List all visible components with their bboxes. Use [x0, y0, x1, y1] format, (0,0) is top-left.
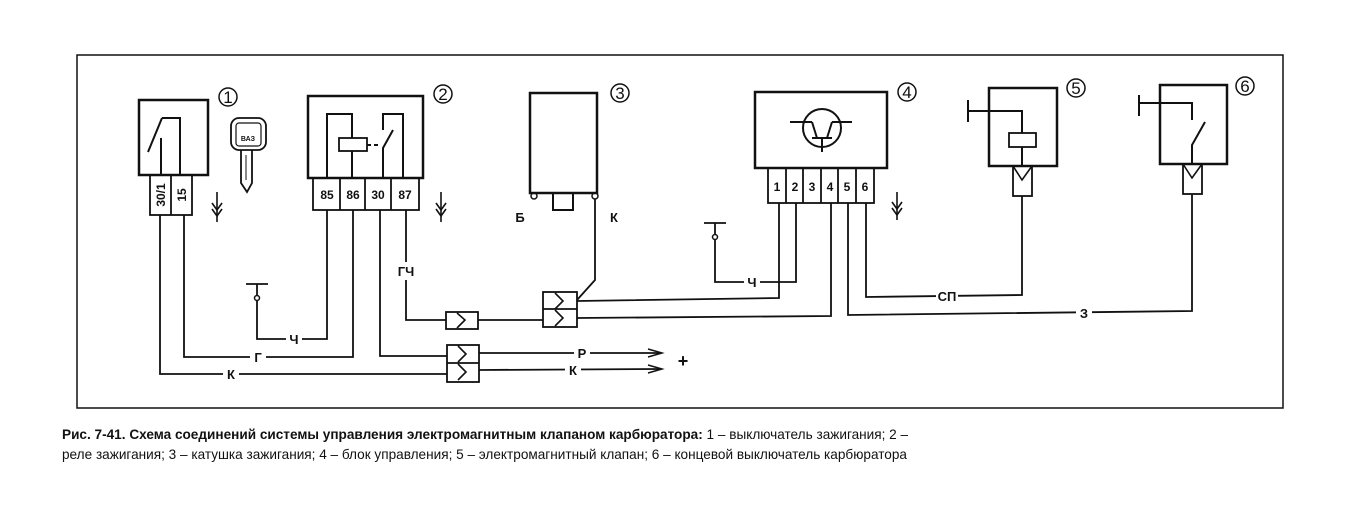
ignition-coil [528, 91, 599, 211]
ignition-relay [306, 94, 425, 211]
wire-label-z: З [1080, 306, 1088, 321]
number-circle [433, 84, 453, 104]
figure-legend-line1: 1 – выключатель зажигания; 2 – [706, 427, 909, 442]
figure-number: Рис. 7-41. [62, 427, 126, 442]
figure-legend-line2: реле зажигания; 3 – катушка зажигания; 4… [62, 447, 907, 462]
unit-pin-3: 3 [809, 180, 816, 194]
unit-pin-2: 2 [792, 180, 799, 194]
wire-label-sp: СП [938, 289, 957, 304]
connector-single [445, 311, 479, 330]
unit-pin-5: 5 [844, 180, 851, 194]
figure-title: Схема соединений системы управления элек… [129, 427, 703, 442]
wire-ch-relay [256, 210, 328, 340]
component-number-5: 5 [1071, 79, 1080, 98]
terminal-k: К [610, 210, 618, 225]
connector-double-supply [446, 344, 480, 383]
terminal-15: 15 [175, 188, 189, 202]
component-number-6: 6 [1240, 77, 1249, 96]
terminal-87: 87 [398, 188, 412, 202]
wire-coil-k [576, 199, 596, 301]
ground-arrow-icon [211, 192, 223, 222]
wiring-diagram: 1 2 3 4 5 6 ВАЗ 30/1 15 85 86 30 87 Б К … [76, 54, 1284, 409]
ignition-key-icon [230, 117, 267, 194]
wire-label-ch-unit: Ч [747, 275, 756, 290]
ground-arrow-icon [435, 192, 447, 222]
terminal-30: 30 [371, 188, 385, 202]
wire-label-k-switch: К [227, 367, 235, 382]
diagram-frame [76, 54, 1284, 409]
wire-sp [865, 196, 1023, 298]
key-brand-text: ВАЗ [241, 136, 256, 143]
number-circle [1235, 76, 1255, 96]
wire-label-k-out: К [569, 363, 577, 378]
wire-label-plus: + [678, 351, 689, 371]
number-circle [218, 87, 238, 107]
wire-ch-unit [714, 203, 797, 283]
control-unit [753, 90, 889, 204]
ignition-switch [137, 98, 210, 216]
unit-pin-1: 1 [774, 180, 781, 194]
wire-label-ch-relay: Ч [289, 332, 298, 347]
terminal-86: 86 [346, 188, 360, 202]
wire-k-switch [159, 215, 447, 375]
unit-pin-6: 6 [862, 180, 869, 194]
unit-pin-4: 4 [827, 180, 834, 194]
wire-label-r: Р [578, 346, 587, 361]
component-number-1: 1 [223, 88, 232, 107]
number-circle [897, 82, 917, 102]
wire-label-gch: ГЧ [398, 264, 415, 279]
terminal-30-1: 30/1 [154, 183, 168, 207]
solenoid-valve [967, 86, 1059, 197]
wire-z [847, 194, 1193, 316]
connector-double-coil [542, 291, 578, 328]
terminal-b: Б [515, 210, 524, 225]
wire-unit-4 [576, 203, 832, 319]
number-circle [1066, 78, 1086, 98]
wire-gch [405, 210, 446, 321]
number-circle [610, 83, 630, 103]
terminal-85: 85 [320, 188, 334, 202]
figure-caption: Рис. 7-41. Схема соединений системы упра… [62, 425, 1312, 465]
component-number-2: 2 [438, 85, 447, 104]
wire-unit-1 [576, 203, 780, 302]
ground-arrow-icon [891, 192, 903, 220]
carburetor-limit-switch [1138, 83, 1229, 195]
wire-r [379, 210, 447, 357]
component-number-4: 4 [902, 83, 911, 102]
component-number-3: 3 [615, 84, 624, 103]
wire-label-g: Г [254, 350, 262, 365]
wire-g [183, 210, 354, 358]
wires [159, 194, 1193, 375]
